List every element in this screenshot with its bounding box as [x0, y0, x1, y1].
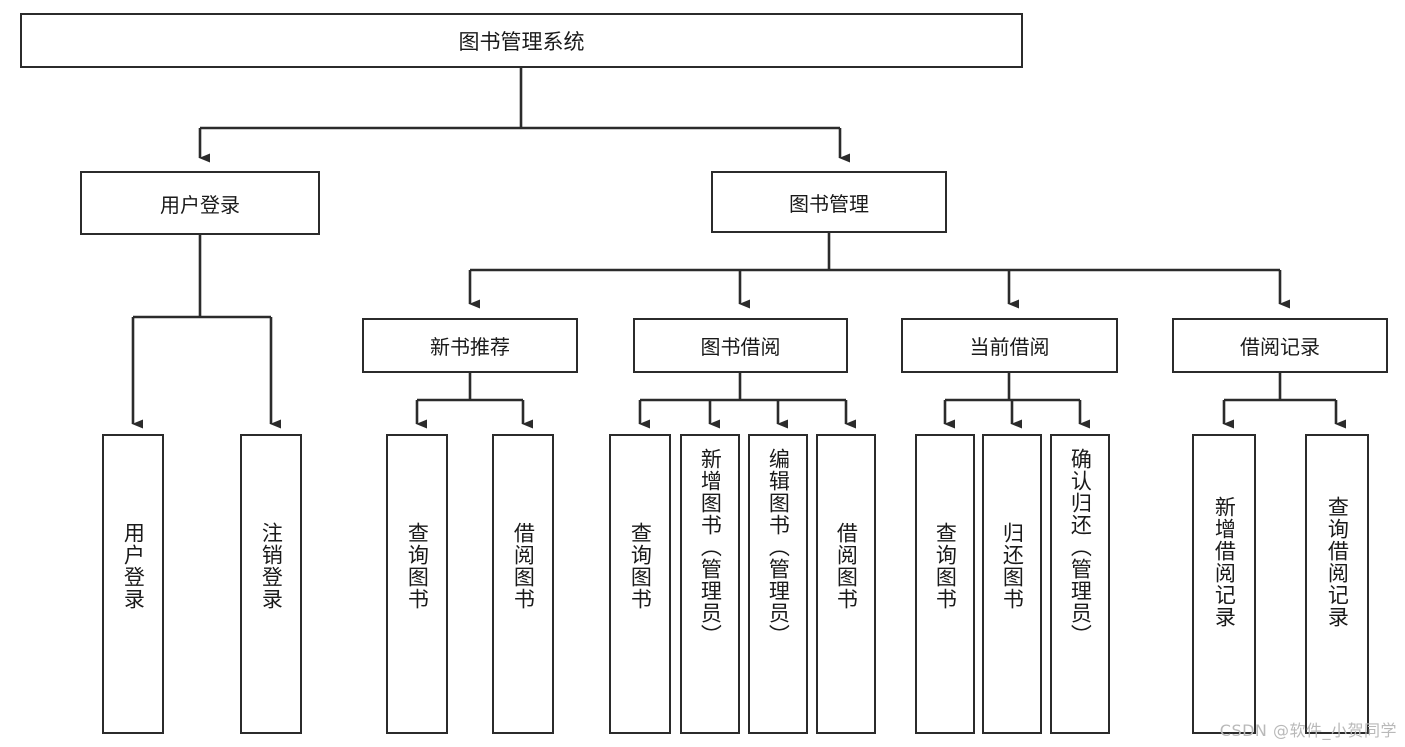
node-label: 图书管理系统	[458, 29, 585, 54]
node-label: 新增图书（管理员）	[698, 448, 723, 646]
node-label: 当前借阅	[969, 335, 1050, 359]
watermark-text: CSDN @软件_小贺同学	[1219, 721, 1397, 740]
node-book-management[interactable]: 图书管理	[711, 171, 947, 233]
node-label: 查询图书	[405, 522, 430, 610]
node-book-borrow[interactable]: 图书借阅	[633, 318, 848, 373]
node-label: 用户登录	[160, 192, 240, 217]
node-label: 用户登录	[121, 522, 146, 610]
leaf-borrow-query-book[interactable]: 查询图书	[609, 434, 671, 734]
leaf-user-login-logout[interactable]: 注销登录	[240, 434, 302, 734]
leaf-record-query-record[interactable]: 查询借阅记录	[1305, 434, 1369, 734]
leaf-borrow-add-book-admin[interactable]: 新增图书（管理员）	[680, 434, 740, 734]
node-label: 借阅图书	[834, 522, 859, 610]
node-borrow-record[interactable]: 借阅记录	[1172, 318, 1388, 373]
node-label: 查询借阅记录	[1325, 496, 1350, 628]
node-label: 借阅图书	[511, 522, 536, 610]
node-label: 归还图书	[1000, 522, 1025, 610]
leaf-borrow-borrow-book[interactable]: 借阅图书	[816, 434, 876, 734]
node-label: 新书推荐	[430, 335, 510, 359]
leaf-user-login-login[interactable]: 用户登录	[102, 434, 164, 734]
node-label: 确认归还（管理员）	[1068, 448, 1093, 646]
leaf-recommend-query-book[interactable]: 查询图书	[386, 434, 448, 734]
node-label: 新增借阅记录	[1212, 496, 1237, 628]
node-new-book-recommend[interactable]: 新书推荐	[362, 318, 578, 373]
node-label: 注销登录	[259, 522, 284, 610]
leaf-borrow-edit-book-admin[interactable]: 编辑图书（管理员）	[748, 434, 808, 734]
node-label: 查询图书	[933, 522, 958, 610]
node-label: 借阅记录	[1240, 335, 1320, 359]
node-label: 图书借阅	[700, 335, 781, 359]
node-user-login[interactable]: 用户登录	[80, 171, 320, 235]
node-label: 图书管理	[789, 191, 869, 216]
node-root-system[interactable]: 图书管理系统	[20, 13, 1023, 68]
leaf-current-return-book[interactable]: 归还图书	[982, 434, 1042, 734]
node-current-borrow[interactable]: 当前借阅	[901, 318, 1118, 373]
leaf-current-query-book[interactable]: 查询图书	[915, 434, 975, 734]
node-label: 编辑图书（管理员）	[766, 448, 791, 646]
leaf-record-add-record[interactable]: 新增借阅记录	[1192, 434, 1256, 734]
leaf-current-confirm-return-admin[interactable]: 确认归还（管理员）	[1050, 434, 1110, 734]
leaf-recommend-borrow-book[interactable]: 借阅图书	[492, 434, 554, 734]
node-label: 查询图书	[628, 522, 653, 610]
